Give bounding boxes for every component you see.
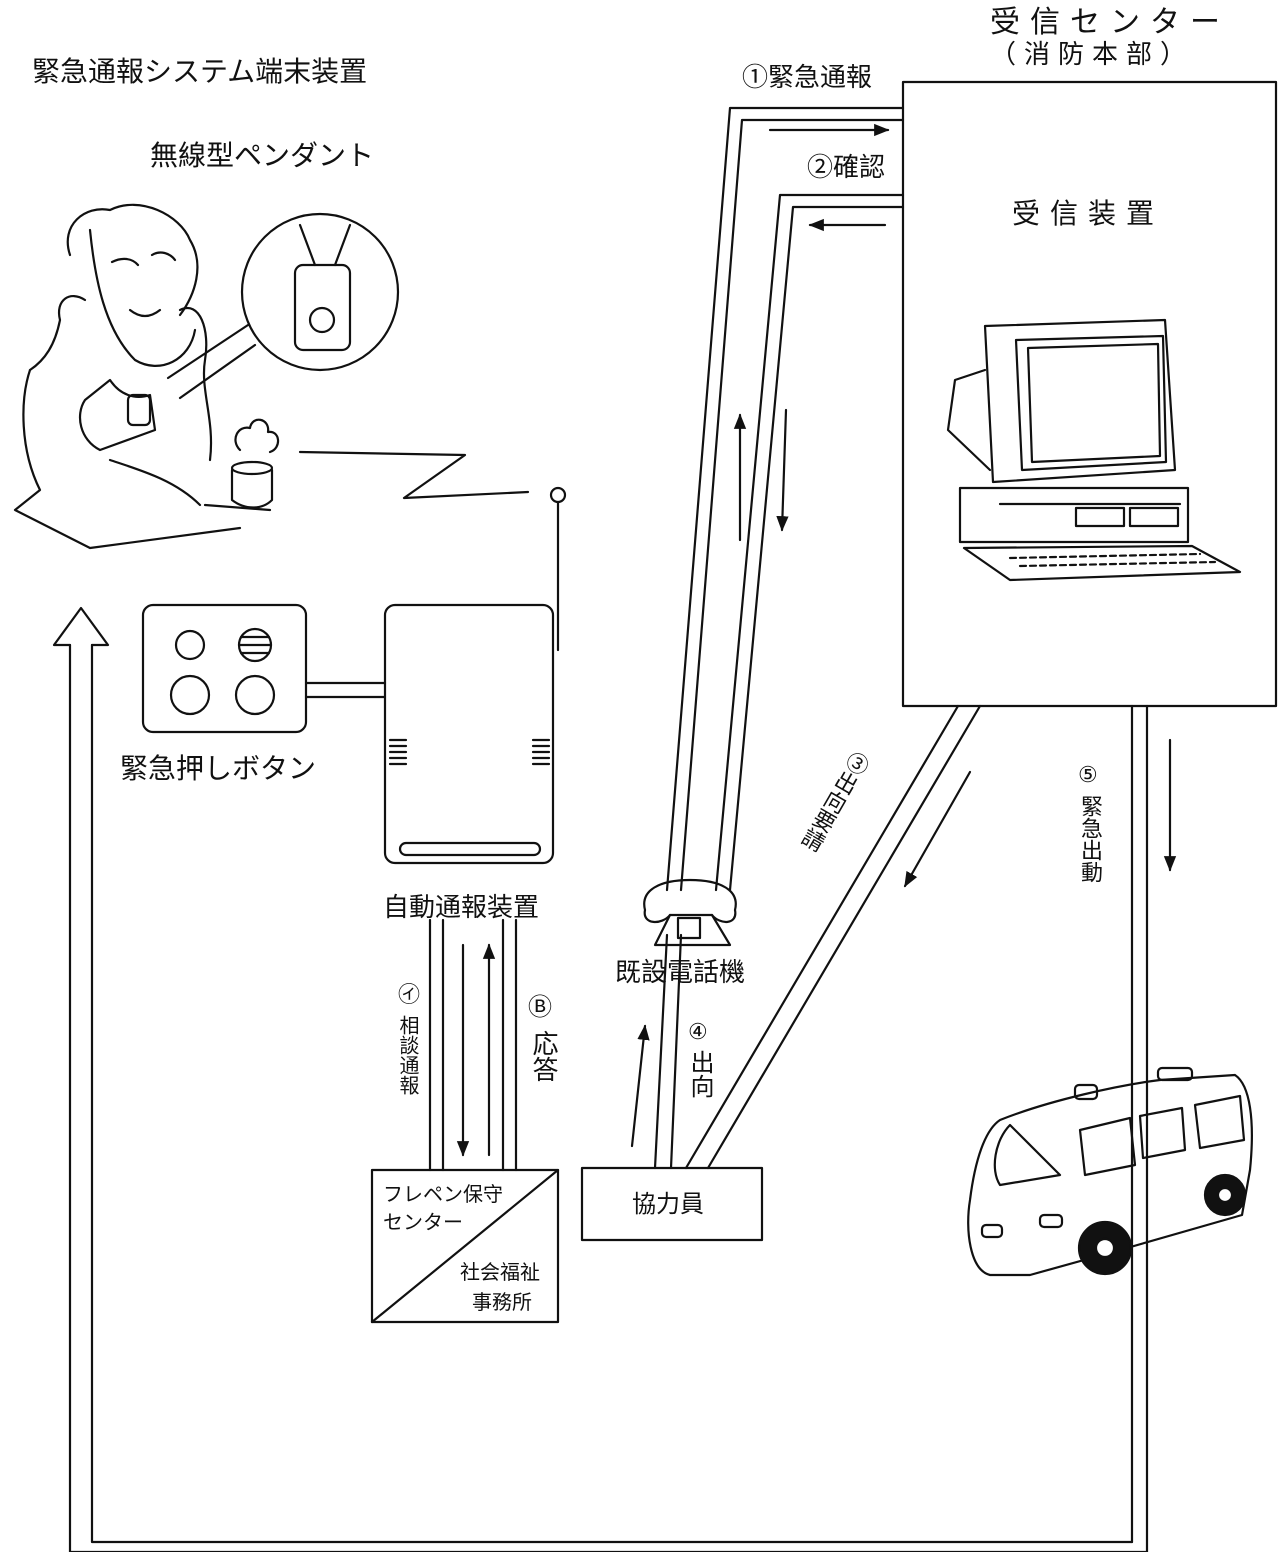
- elderly-user-illustration: [13, 203, 280, 550]
- dispatch-request-line: [684, 704, 982, 1170]
- cooperator-label: 協力員: [632, 1190, 704, 1218]
- step2-label: ②確認: [807, 153, 886, 183]
- center-title: 受信センター: [990, 5, 1230, 40]
- emergency-button-label: 緊急押しボタン: [120, 752, 317, 785]
- auto-device-label: 自動通報装置: [383, 893, 540, 923]
- phone-line: [665, 106, 905, 892]
- wireless-signal-icon: [298, 450, 530, 500]
- receiving-center-box: [901, 80, 1278, 708]
- phone-label: 既設電話機: [615, 958, 746, 988]
- cooperator-box: [580, 1166, 764, 1242]
- step5-label: 緊急出動: [1077, 795, 1102, 883]
- telephone-icon: [643, 878, 737, 947]
- welfare-label: 社会福祉: [460, 1260, 540, 1284]
- stepA-label: 相談通報: [396, 1015, 420, 1095]
- step4-number: ④: [688, 1020, 708, 1045]
- maintenance-label-2: センター: [383, 1210, 463, 1234]
- pendant-zoom-icon: [166, 212, 400, 400]
- stepB-label: 応答: [528, 1030, 558, 1082]
- stepB-number: Ⓑ: [528, 993, 552, 1021]
- stepA-number: ㋑: [398, 983, 421, 1008]
- auto-notification-device: [383, 603, 555, 865]
- emergency-button-box: [141, 603, 308, 734]
- step5-number: ⑤: [1078, 763, 1098, 788]
- step1-label: ①緊急通報: [742, 63, 873, 93]
- welfare-label-2: 事務所: [472, 1290, 532, 1314]
- receiver-label: 受信装置: [1012, 197, 1165, 230]
- antenna-tip: [549, 486, 567, 504]
- step4-label: 出向: [686, 1050, 714, 1098]
- pendant-label: 無線型ペンダント: [150, 139, 375, 172]
- ambulance-icon: [967, 1066, 1253, 1277]
- terminal-title: 緊急通報システム端末装置: [32, 55, 368, 88]
- center-subtitle: （消防本部）: [990, 40, 1195, 70]
- maintenance-label: フレペン保守: [383, 1182, 503, 1206]
- computer-icon: [946, 318, 1242, 582]
- emergency-dispatch-line: [52, 606, 1149, 1552]
- maintenance-center-box: [370, 1168, 560, 1324]
